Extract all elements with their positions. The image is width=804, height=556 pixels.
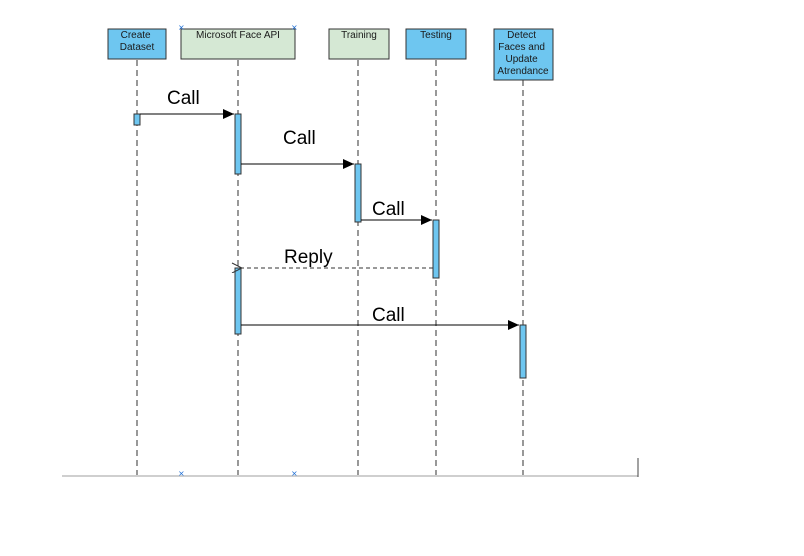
message-label: Call xyxy=(283,128,316,149)
participant-label-line: Testing xyxy=(420,30,452,41)
message-4-reply[interactable]: Reply xyxy=(242,247,433,268)
participant-box[interactable] xyxy=(107,28,167,60)
activation-bar-training[interactable] xyxy=(354,163,362,223)
activation-bar-microsoft-face-api-2[interactable] xyxy=(234,267,242,335)
message-3[interactable]: Call xyxy=(361,199,432,225)
svg-text:Training: Training xyxy=(341,30,377,41)
svg-text:Create Dataset: Create Dataset xyxy=(120,30,155,53)
participant-label-line: Training xyxy=(341,30,377,41)
lifelines xyxy=(136,60,524,475)
participant-microsoft-face-api[interactable]: Microsoft Face API × × xyxy=(178,23,298,60)
participant-label-line: Dataset xyxy=(120,42,155,53)
selection-handle-icon[interactable]: × xyxy=(291,469,298,478)
message-2[interactable]: Call xyxy=(241,128,354,169)
participant-box[interactable] xyxy=(180,28,296,60)
activation-bar-detect-faces[interactable] xyxy=(519,324,527,379)
message-label: Call xyxy=(372,199,405,220)
participant-label-line: Update xyxy=(505,54,538,65)
message-1[interactable]: Call xyxy=(140,88,234,119)
participant-label-line: Detect xyxy=(507,30,536,41)
participant-training[interactable]: Training xyxy=(328,28,390,60)
message-label: Call xyxy=(167,88,200,109)
participant-testing[interactable]: Testing xyxy=(405,28,467,60)
participant-box[interactable] xyxy=(405,28,467,60)
participant-label-line: Microsoft Face API xyxy=(196,30,280,41)
svg-text:Testing: Testing xyxy=(420,30,452,41)
activation-bars xyxy=(133,113,527,379)
participant-box[interactable] xyxy=(493,28,554,81)
activation-bar-microsoft-face-api-1[interactable] xyxy=(234,113,242,175)
participant-box[interactable] xyxy=(328,28,390,60)
message-label: Call xyxy=(372,305,405,326)
participant-label-line: Faces and xyxy=(498,42,545,53)
participant-label-line: Atrendance xyxy=(497,66,549,77)
svg-text:Microsoft Face API: Microsoft Face API xyxy=(196,30,280,41)
message-5[interactable]: Call xyxy=(241,305,519,330)
selection-handle-icon[interactable]: × xyxy=(178,469,185,478)
activation-bar-testing[interactable] xyxy=(432,219,440,279)
selection-handle-icon[interactable]: × xyxy=(291,23,298,32)
participant-label-line: Create xyxy=(121,30,151,41)
svg-text:Detect Faces and U: Detect Faces and Update Atrendance xyxy=(497,30,549,77)
activation-bar-create-dataset[interactable] xyxy=(133,113,141,126)
participant-detect-faces[interactable]: Detect Faces and Update Atrendance xyxy=(493,28,554,81)
message-label: Reply xyxy=(284,247,333,268)
selection-handle-icon[interactable]: × xyxy=(178,23,185,32)
participant-create-dataset[interactable]: Create Dataset xyxy=(107,28,167,60)
